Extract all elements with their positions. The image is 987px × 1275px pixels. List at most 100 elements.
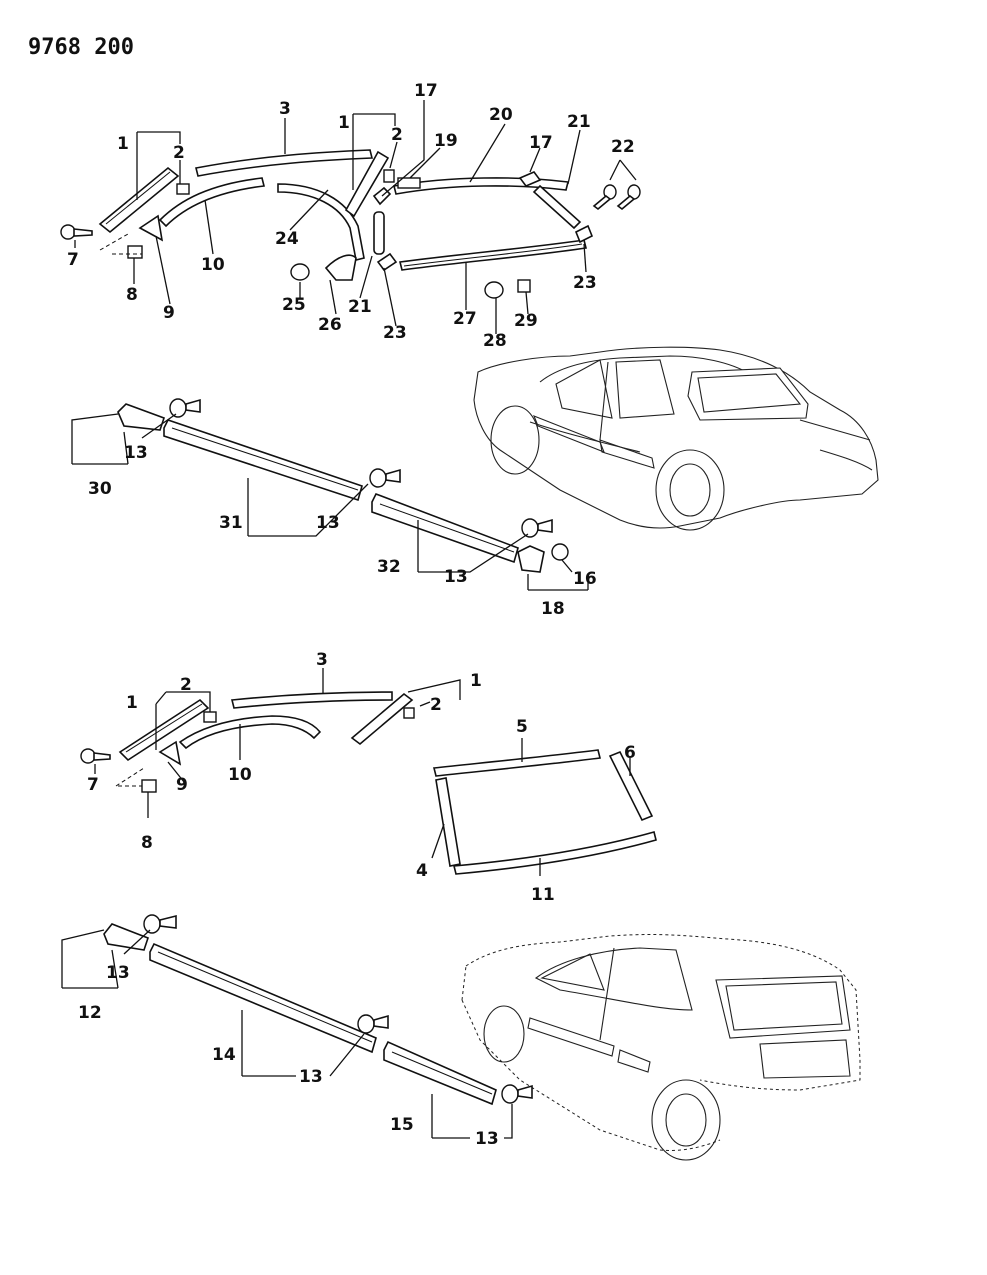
rear-pillar-molding <box>350 692 414 746</box>
rear-window-left-molding-4 <box>435 777 461 867</box>
front-door-molding-14 <box>149 942 377 1054</box>
bottom-callouts: 13 12 14 13 15 13 <box>78 963 499 1149</box>
bracket-26 <box>324 254 357 281</box>
molding-clip <box>403 707 415 719</box>
upper-callouts: 1 2 3 1 2 17 20 17 21 22 19 7 8 9 10 24 … <box>67 81 635 351</box>
front-pillar-molding <box>98 166 180 234</box>
clip-icon <box>501 1084 533 1104</box>
callout-label: 18 <box>541 599 565 619</box>
callout-label: 31 <box>219 513 243 533</box>
callout-label: 32 <box>377 557 401 577</box>
callout-label: 27 <box>453 309 477 329</box>
sedan-illustration <box>473 346 879 531</box>
rear-side-molding-21b <box>532 184 582 230</box>
callout-label: 13 <box>444 567 468 587</box>
molding-clip <box>383 169 395 183</box>
callout-label: 3 <box>316 650 328 670</box>
callout-label: 16 <box>573 569 597 589</box>
callout-label: 7 <box>67 250 79 270</box>
callout-label: 1 <box>338 113 350 133</box>
grommet-16 <box>551 543 569 561</box>
callout-label: 2 <box>430 695 442 715</box>
molding-clip <box>176 183 190 195</box>
callout-label: 10 <box>228 765 252 785</box>
callout-label: 30 <box>88 479 112 499</box>
callout-label: 14 <box>212 1045 236 1065</box>
front-door-molding-31 <box>163 419 363 502</box>
callout-label: 5 <box>516 717 528 737</box>
clip-icon <box>521 518 553 538</box>
callout-label: 1 <box>470 671 482 691</box>
lower-leader-lines <box>94 668 631 876</box>
rear-window-right-molding-6 <box>608 750 654 822</box>
lower-assembly-drawing <box>80 691 657 875</box>
rear-pillar-molding <box>344 150 390 218</box>
clip-icon <box>357 1014 389 1034</box>
callout-label: 26 <box>318 315 342 335</box>
callout-label: 10 <box>201 255 225 275</box>
rear-door-molding-15 <box>383 1040 497 1106</box>
page-number: 9768 200 <box>28 35 134 60</box>
callout-label: 1 <box>117 134 129 154</box>
callout-label: 13 <box>475 1129 499 1149</box>
callout-label: 17 <box>414 81 438 101</box>
callout-label: 12 <box>78 1003 102 1023</box>
callout-label: 8 <box>141 833 153 853</box>
roof-drip-molding <box>195 149 374 177</box>
quarter-molding-18 <box>517 545 545 573</box>
screw-icon <box>592 184 617 211</box>
dashed-guide <box>99 233 142 255</box>
corner-23 <box>376 252 398 272</box>
dashed-guide <box>115 767 145 787</box>
lower-callouts: 3 1 2 1 2 7 8 9 10 5 6 4 11 <box>87 650 636 905</box>
callout-label: 4 <box>416 861 428 881</box>
callout-label: 20 <box>489 105 513 125</box>
rear-window-lower-molding-11 <box>452 831 657 875</box>
callout-label: 19 <box>434 131 458 151</box>
front-pillar-molding <box>118 698 210 762</box>
callout-label: 24 <box>275 229 299 249</box>
clip-8 <box>141 779 157 793</box>
roof-drip-molding <box>231 691 393 709</box>
callout-label: 13 <box>316 513 340 533</box>
callout-label: 22 <box>611 137 635 157</box>
upper-leader-lines <box>74 100 637 334</box>
rear-side-molding-21 <box>373 211 385 255</box>
screw-icon <box>80 748 111 764</box>
corner-piece <box>158 740 182 766</box>
wagon-illustration <box>461 934 861 1161</box>
callout-label: 29 <box>514 311 538 331</box>
corner-17b <box>518 171 542 187</box>
sedan-side-moldings <box>117 398 569 573</box>
bottom-leader-lines <box>61 929 513 1139</box>
upper-assembly-drawing <box>60 149 641 299</box>
mid-callouts: 13 30 31 13 32 13 16 18 <box>88 443 597 619</box>
callout-label: 1 <box>126 693 138 713</box>
grommet-25 <box>290 263 310 281</box>
callout-label: 11 <box>531 885 555 905</box>
callout-label: 23 <box>383 323 407 343</box>
callout-label: 2 <box>391 125 403 145</box>
clip-icon <box>143 914 177 934</box>
callout-label: 25 <box>282 295 306 315</box>
clip-icon <box>369 468 401 488</box>
callout-label: 15 <box>390 1115 414 1135</box>
molding-clip <box>203 711 217 723</box>
rear-door-molding-32 <box>371 492 519 564</box>
screw-icon <box>616 184 641 211</box>
clip-8 <box>127 245 143 259</box>
roof-molding-24 <box>277 183 365 261</box>
grommet-28 <box>484 281 504 299</box>
corner-piece <box>138 214 164 242</box>
rear-window-upper-molding-5 <box>433 749 601 777</box>
callout-label: 8 <box>126 285 138 305</box>
callout-label: 9 <box>176 775 188 795</box>
callout-label: 21 <box>567 112 591 132</box>
callout-label: 3 <box>279 99 291 119</box>
callout-label: 9 <box>163 303 175 323</box>
wagon-side-moldings <box>103 914 533 1106</box>
callout-label: 13 <box>299 1067 323 1087</box>
callout-label: 7 <box>87 775 99 795</box>
screw-icon <box>60 224 93 240</box>
